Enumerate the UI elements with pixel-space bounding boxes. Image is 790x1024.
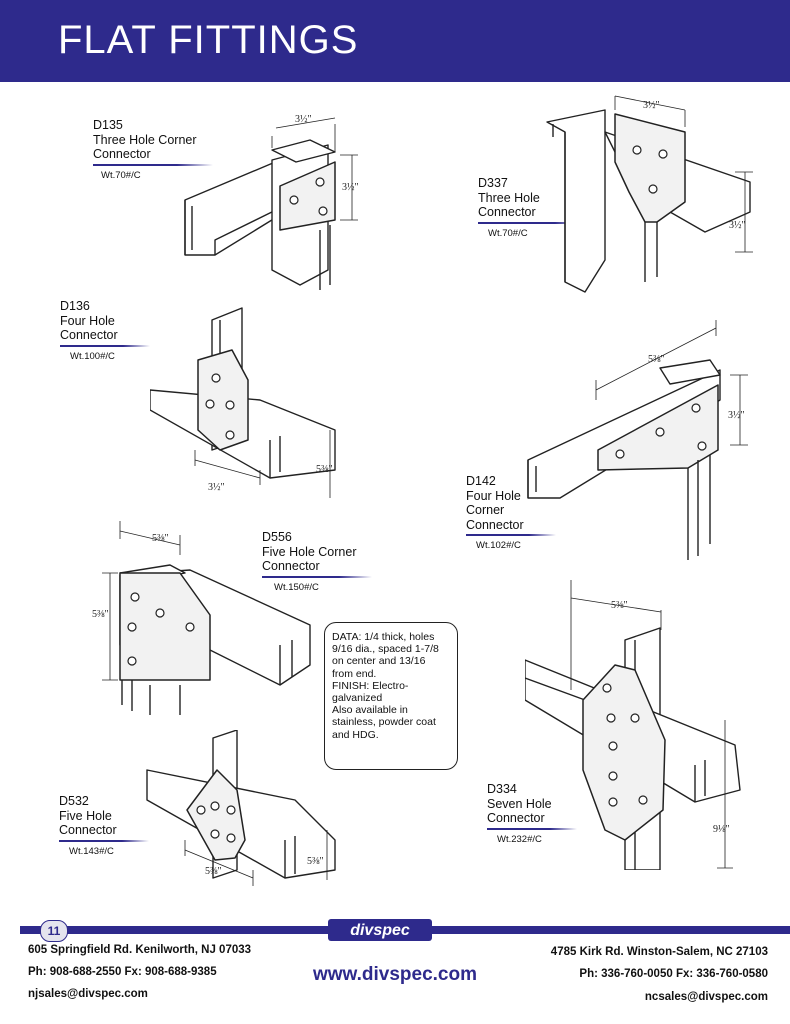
product-name-line: Seven Hole — [487, 796, 552, 811]
product-name-line: Connector — [60, 328, 118, 342]
product-name-line: Four Hole — [466, 488, 521, 503]
dimension-label: 5⅜" — [152, 533, 169, 544]
product-underline — [262, 575, 372, 578]
product-weight: Wt.70#/C — [101, 169, 141, 181]
product-d136: D136 Four Hole Connector Wt.100#/C — [60, 299, 150, 364]
product-code: D532 — [59, 794, 89, 808]
product-underline — [487, 827, 577, 830]
data-line: and HDG. — [332, 728, 379, 741]
product-underline — [59, 839, 149, 842]
d556-drawing: 5⅜" 5⅜" — [92, 521, 311, 715]
left-email[interactable]: njsales@divspec.com — [28, 988, 148, 1000]
product-weight: Wt.150#/C — [274, 581, 319, 593]
data-line: DATA: 1/4 thick, holes — [332, 631, 435, 643]
d142-drawing: 5⅜" 3½" — [527, 320, 748, 560]
product-name-line: Three Hole — [478, 190, 540, 205]
product-name-line: Five Hole Corner — [262, 544, 357, 559]
product-name-line: Five Hole — [59, 808, 112, 823]
product-underline — [60, 344, 150, 347]
product-name-line: Connector — [262, 559, 320, 573]
data-line: galvanized — [332, 692, 383, 705]
page-title: FLAT FITTINGS — [58, 18, 359, 62]
product-code: D142 — [466, 474, 496, 488]
product-code: D556 — [262, 530, 292, 544]
product-code: D136 — [60, 299, 90, 313]
dimension-label: 9⅛" — [713, 824, 730, 835]
data-line: from end. — [332, 667, 377, 680]
product-code: D337 — [478, 176, 508, 190]
product-code: D334 — [487, 782, 517, 796]
data-line: Also available in — [332, 704, 408, 717]
page-number: 11 — [40, 920, 68, 942]
dimension-label: 3½" — [295, 114, 312, 125]
product-weight: Wt.100#/C — [70, 350, 115, 362]
dimension-label: 3½" — [729, 220, 746, 231]
data-line: FINISH: Electro- — [332, 679, 409, 692]
dimension-label: 5⅜" — [307, 856, 324, 867]
product-d135: D135 Three Hole Corner Connector Wt.70#/… — [93, 118, 213, 183]
product-name-line: Four Hole — [60, 313, 115, 328]
dimension-label: 3½" — [728, 410, 745, 421]
product-name-line: Connector — [487, 811, 545, 825]
dimension-label: 3½" — [342, 182, 359, 193]
product-weight: Wt.70#/C — [488, 227, 528, 239]
left-phone: Ph: 908-688-2550 Fx: 908-688-9385 — [28, 966, 217, 978]
dimension-label: 3½" — [643, 100, 660, 111]
dimension-label: 3½" — [208, 482, 225, 493]
product-weight: Wt.232#/C — [497, 833, 542, 845]
product-code: D135 — [93, 118, 123, 132]
right-address: 4785 Kirk Rd. Winston-Salem, NC 27103 — [550, 946, 768, 958]
product-name-line: Three Hole Corner — [93, 132, 197, 147]
dimension-label: 5⅜" — [205, 866, 222, 877]
d135-drawing: 3½" 3½" — [184, 114, 359, 290]
product-name-line: Connector — [478, 205, 536, 219]
product-d337: D337 Three Hole Connector Wt.70#/C — [478, 176, 588, 241]
product-weight: Wt.143#/C — [69, 845, 114, 857]
d334-drawing: 5⅜" 9⅛" — [525, 580, 741, 870]
dimension-label: 5⅜" — [648, 354, 665, 365]
product-name-line: Corner — [466, 503, 505, 517]
right-email[interactable]: ncsales@divspec.com — [644, 991, 768, 1003]
d136-drawing: 3½" 5⅜" — [150, 307, 336, 498]
d532-drawing: 5⅜" 5⅜" — [146, 730, 336, 886]
product-d532: D532 Five Hole Connector Wt.143#/C — [59, 794, 149, 859]
product-d334: D334 Seven Hole Connector Wt.232#/C — [487, 782, 577, 847]
product-d142: D142 Four Hole Corner Connector Wt.102#/… — [466, 474, 556, 554]
footer-rule-left — [20, 926, 328, 934]
product-underline — [93, 163, 213, 166]
divspec-logo: divspec — [328, 919, 432, 941]
left-address: 605 Springfield Rd. Kenilworth, NJ 07033 — [28, 944, 252, 956]
dimension-label: 5⅜" — [92, 609, 109, 620]
data-line: stainless, powder coat — [332, 716, 436, 729]
dimension-label: 5⅜" — [611, 600, 628, 611]
product-name-line: Connector — [466, 517, 524, 532]
footer-rule-right — [432, 926, 790, 934]
product-d556: D556 Five Hole Corner Connector Wt.150#/… — [262, 530, 372, 595]
product-underline — [466, 534, 556, 536]
product-weight: Wt.102#/C — [476, 540, 521, 551]
data-line: on center and 13/16 — [332, 655, 426, 668]
right-phone: Ph: 336-760-0050 Fx: 336-760-0580 — [579, 968, 768, 980]
data-line: 9/16 dia., spaced 1-7/8 — [332, 643, 439, 656]
product-name-line: Connector — [59, 823, 117, 837]
dimension-label: 5⅜" — [316, 464, 333, 475]
product-underline — [478, 221, 588, 224]
header-bar — [0, 0, 790, 82]
website-link[interactable]: www.divspec.com — [312, 964, 477, 985]
product-name-line: Connector — [93, 147, 151, 161]
data-box: DATA: 1/4 thick, holes 9/16 dia., spaced… — [324, 622, 458, 770]
d337-drawing: 3½" 3½" — [546, 95, 753, 293]
logo-text: divspec — [350, 922, 410, 939]
